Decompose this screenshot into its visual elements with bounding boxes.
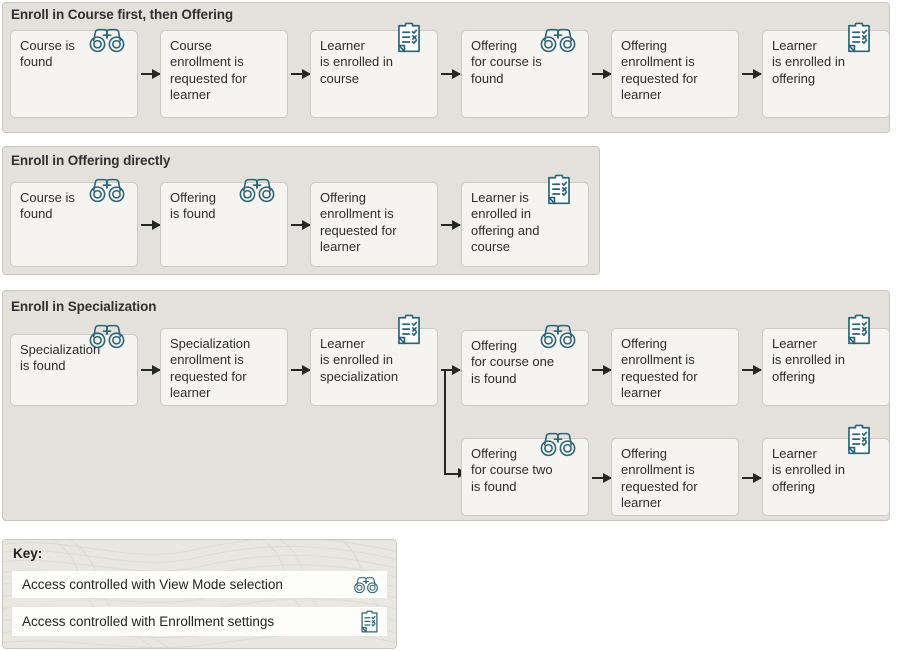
flow-box-label: Learner is enrolled in offering — [772, 38, 845, 86]
flow-box-label: Learner is enrolled in specialization — [320, 336, 399, 384]
key-title: Key: — [13, 546, 43, 561]
flow-box-label: Learner is enrolled in course — [320, 38, 393, 86]
flow-box-label: Offering for course is found — [471, 38, 542, 86]
flow-box: Learner is enrolled in offering — [762, 438, 890, 516]
flow-box: Course enrollment is requested for learn… — [160, 30, 288, 118]
section-title-offering-direct: Enroll in Offering directly — [11, 153, 171, 168]
flow-box-label: Learner is enrolled in offering and cour… — [471, 190, 540, 255]
clipboard-icon — [396, 314, 422, 346]
flow-arrow — [742, 364, 762, 376]
section-title-specialization: Enroll in Specialization — [11, 299, 157, 314]
section-panel-course-first — [2, 2, 890, 133]
key-row-enrollment: Access controlled with Enrollment settin… — [12, 607, 387, 636]
binoculars-icon — [88, 176, 126, 203]
flow-arrow — [291, 219, 311, 231]
key-row-label: Access controlled with Enrollment settin… — [22, 614, 275, 629]
clipboard-icon — [846, 424, 872, 456]
flow-arrow — [592, 68, 612, 80]
flow-box: Offering for course one is found — [461, 330, 589, 406]
flow-box-label: Offering enrollment is requested for lea… — [320, 190, 397, 255]
flow-box: Learner is enrolled in specialization — [310, 328, 438, 406]
clipboard-icon — [396, 22, 422, 54]
flow-box-label: Learner is enrolled in offering — [772, 446, 845, 494]
flow-box-label: Learner is enrolled in offering — [772, 336, 845, 384]
section-title-course-first: Enroll in Course first, then Offering — [11, 7, 234, 22]
clipboard-icon — [846, 22, 872, 54]
flow-box: Offering for course two is found — [461, 438, 589, 516]
flow-arrow — [441, 364, 461, 376]
flow-box: Course is found — [10, 30, 138, 118]
flow-box: Offering enrollment is requested for lea… — [611, 30, 739, 118]
flow-box: Offering for course is found — [461, 30, 589, 118]
flow-arrow — [141, 364, 161, 376]
binoculars-icon — [238, 176, 276, 203]
binoculars-icon — [353, 575, 379, 594]
flow-box-label: Specialization is found — [20, 342, 101, 374]
flow-arrow — [592, 472, 612, 484]
key-row-label: Access controlled with View Mode selecti… — [22, 577, 283, 592]
flow-box-label: Course enrollment is requested for learn… — [170, 38, 247, 103]
flow-arrow — [742, 68, 762, 80]
flow-arrow — [141, 68, 161, 80]
binoculars-icon — [539, 322, 577, 349]
flow-box-label: Specialization enrollment is requested f… — [170, 336, 251, 401]
binoculars-icon — [88, 322, 126, 349]
flow-box-label: Offering enrollment is requested for lea… — [621, 336, 698, 401]
binoculars-icon — [539, 430, 577, 457]
flow-box-label: Course is found — [20, 38, 75, 70]
clipboard-icon — [546, 174, 572, 206]
flow-box: Specialization enrollment is requested f… — [160, 328, 288, 406]
flow-arrow — [742, 472, 762, 484]
binoculars-icon — [539, 26, 577, 53]
flow-box-label: Offering is found — [170, 190, 217, 222]
flow-arrow — [291, 364, 311, 376]
clipboard-icon — [360, 610, 379, 634]
flow-box: Offering enrollment is requested for lea… — [611, 328, 739, 406]
flow-arrow — [441, 219, 461, 231]
flow-box: Offering is found — [160, 182, 288, 267]
flow-box-label: Offering for course one is found — [471, 338, 555, 386]
key-row-view-mode: Access controlled with View Mode selecti… — [12, 571, 387, 598]
flow-box-label: Offering enrollment is requested for lea… — [621, 446, 698, 511]
flow-box-label: Offering for course two is found — [471, 446, 553, 494]
flow-box-label: Course is found — [20, 190, 75, 222]
flow-arrow — [141, 219, 161, 231]
flow-arrow — [592, 364, 612, 376]
binoculars-icon — [88, 26, 126, 53]
flow-box-label: Offering enrollment is requested for lea… — [621, 38, 698, 103]
flow-box: Specialization is found — [10, 334, 138, 406]
clipboard-icon — [846, 314, 872, 346]
flow-box: Offering enrollment is requested for lea… — [310, 182, 438, 267]
flow-box: Offering enrollment is requested for lea… — [611, 438, 739, 516]
flow-box: Course is found — [10, 182, 138, 267]
section-panel-specialization — [2, 290, 890, 521]
flow-arrow — [441, 68, 461, 80]
flow-arrow — [291, 68, 311, 80]
